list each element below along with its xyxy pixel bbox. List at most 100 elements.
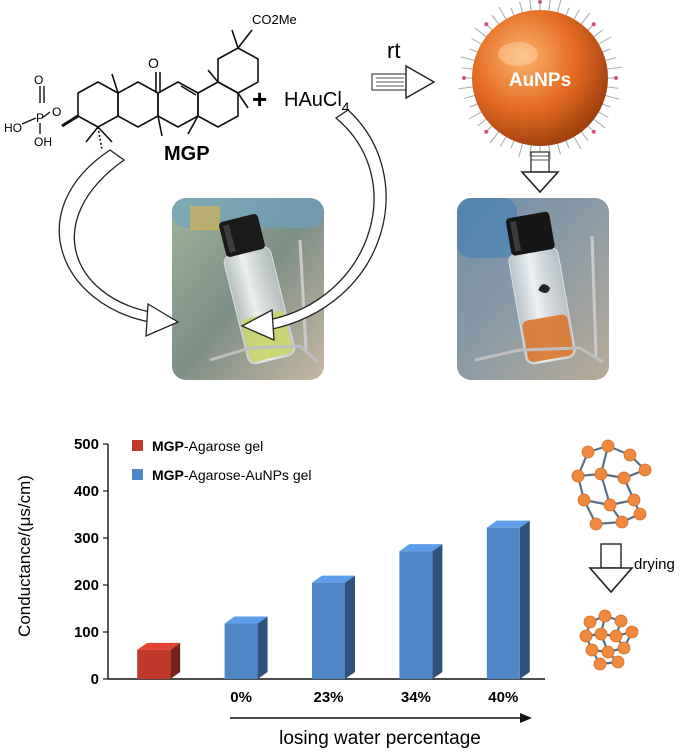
network-strand	[584, 635, 594, 651]
mgp-label: MGP	[164, 143, 210, 165]
drying-label: drying	[634, 556, 675, 573]
nanoparticle-dot	[598, 609, 612, 623]
ligand-phosphate	[538, 0, 542, 4]
network-strand	[599, 445, 610, 475]
nanoparticle-dot	[581, 445, 595, 459]
network-strand	[623, 631, 633, 649]
ligand-phosphate	[591, 22, 596, 27]
x-tick-label: 34%	[401, 689, 431, 706]
x-tick-label: 40%	[488, 689, 518, 706]
bar-front	[137, 649, 171, 679]
y-axis-label: Conductance/(μs/cm)	[15, 475, 34, 637]
bar-front	[399, 551, 433, 679]
network-strand	[600, 472, 625, 480]
network-strand	[576, 451, 590, 477]
ligand-phosphate	[484, 129, 489, 134]
network-strand	[623, 468, 646, 480]
network-strand	[587, 444, 609, 454]
ring-a	[77, 81, 119, 128]
network-strand	[629, 454, 646, 471]
bar-aunp-gel-0pct	[224, 616, 268, 679]
network-strand	[621, 512, 641, 524]
ketone-oxygen: O	[148, 55, 159, 71]
nanoparticle-dot	[617, 641, 631, 655]
x-axis-label: losing water percentage	[279, 728, 481, 749]
curved-arrow-left	[58, 149, 180, 338]
network-strand	[607, 651, 619, 663]
network-strand	[595, 520, 623, 526]
nanoparticle-dot	[627, 493, 641, 507]
photo-vial-aunp-gel	[457, 198, 609, 380]
network-after-drying	[579, 609, 639, 671]
nanoparticle-dot	[589, 517, 603, 531]
network-strand	[607, 444, 631, 457]
network-strand	[599, 660, 619, 666]
bar-side	[432, 544, 443, 679]
nanoparticle-dot	[615, 515, 629, 529]
nanoparticle-dot	[603, 498, 617, 512]
network-strand	[604, 614, 622, 623]
y-tick-label: 200	[74, 577, 99, 594]
bar-side	[519, 520, 530, 679]
phosphate-oh: OH	[34, 135, 52, 149]
nanoparticle-dot	[593, 657, 607, 671]
y-tick-label: 100	[74, 624, 99, 641]
nanoparticle-dot	[611, 655, 625, 669]
network-strand	[614, 620, 623, 637]
ring-b	[117, 81, 159, 128]
nanoparticle-dot	[601, 439, 615, 453]
nanoparticle-dot	[594, 627, 608, 641]
rt-label: rt	[387, 38, 400, 63]
network-strand	[615, 630, 633, 638]
nanoparticle-dot	[623, 448, 637, 462]
nanoparticle-dot	[594, 467, 608, 481]
y-tick-label: 300	[74, 530, 99, 547]
ligand-phosphate	[484, 22, 489, 27]
reaction-arrow	[371, 64, 436, 100]
x-tick-label: 23%	[313, 689, 343, 706]
ligand-phosphate	[614, 76, 618, 80]
nanoparticle-dot	[633, 507, 647, 521]
network-strand	[577, 472, 602, 478]
ligand-phosphate	[462, 76, 466, 80]
bar-side	[345, 575, 355, 679]
network-strand	[583, 498, 611, 507]
phosphate-group	[21, 86, 51, 134]
nanoparticle-dot	[571, 469, 585, 483]
bar-top	[399, 544, 443, 552]
plus-sign: +	[252, 84, 267, 114]
phosphate-o-top: O	[34, 73, 43, 87]
network-strand	[583, 499, 597, 525]
synthesis-scheme: CO2Me O O P HO OH O MGP + HAuCl4 rt AuNP…	[4, 0, 622, 380]
legend-swatch-gel	[132, 440, 143, 451]
x-tick-label: 0%	[230, 689, 252, 706]
network-strand	[599, 473, 612, 506]
ring-d	[197, 81, 239, 128]
legend-label-aunp-gel: MGP-Agarose-AuNPs gel	[152, 467, 312, 483]
network-before-drying	[571, 439, 652, 531]
nanoparticle-dot	[617, 471, 631, 485]
network-strand	[615, 635, 625, 649]
y-tick-label: 0	[91, 671, 99, 688]
nanoparticle-dot	[625, 625, 639, 639]
chart-bars	[137, 520, 530, 679]
bar-agarose-gel	[137, 642, 181, 679]
aunps-label: AuNPs	[509, 70, 571, 91]
network-strand	[599, 633, 610, 653]
reagent-label: HAuCl4	[284, 89, 350, 115]
bar-aunp-gel-23pct	[312, 575, 355, 679]
bar-top	[224, 616, 268, 624]
bar-front	[486, 527, 520, 679]
mgp-structure	[61, 29, 259, 151]
bar-aunp-gel-40pct	[486, 520, 530, 679]
network-strand	[609, 504, 623, 523]
bar-front	[312, 582, 345, 679]
chart-legend: MGP-Agarose gel MGP-Agarose-AuNPs gel	[132, 438, 312, 483]
nanoparticle-dot	[585, 643, 599, 657]
bar-top	[486, 520, 530, 528]
bar-aunp-gel-34pct	[399, 544, 443, 679]
phosphate-ho: HO	[4, 121, 22, 135]
bar-top	[312, 575, 355, 583]
nanoparticle-dot	[638, 463, 652, 477]
